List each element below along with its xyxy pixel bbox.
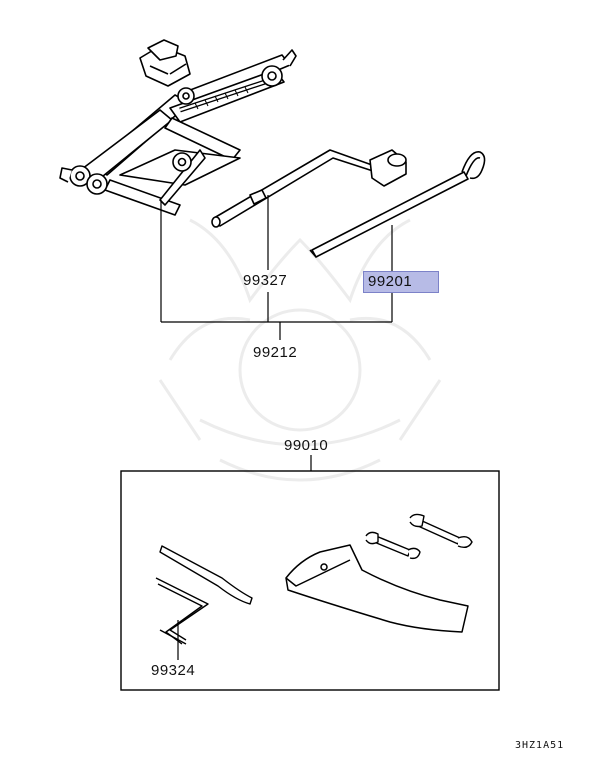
tire-lever (159, 545, 253, 605)
spanner-wrenches (365, 513, 473, 560)
diagram-code: 3HZ1A51 (515, 740, 565, 751)
wheel-brace (309, 151, 486, 258)
watermark-emblem (158, 218, 442, 482)
jack-handle (211, 149, 407, 228)
part-label-99324[interactable]: 99324 (151, 662, 196, 679)
part-label-99201[interactable]: 99201 (363, 271, 439, 293)
scissor-jack (59, 39, 297, 216)
tool-kit-frame (120, 470, 500, 691)
tool-bag (285, 544, 469, 633)
part-label-99212[interactable]: 99212 (253, 344, 298, 361)
part-label-99010[interactable]: 99010 (284, 437, 329, 454)
part-label-99327[interactable]: 99327 (243, 272, 288, 289)
jack-lever-crank (155, 577, 209, 645)
